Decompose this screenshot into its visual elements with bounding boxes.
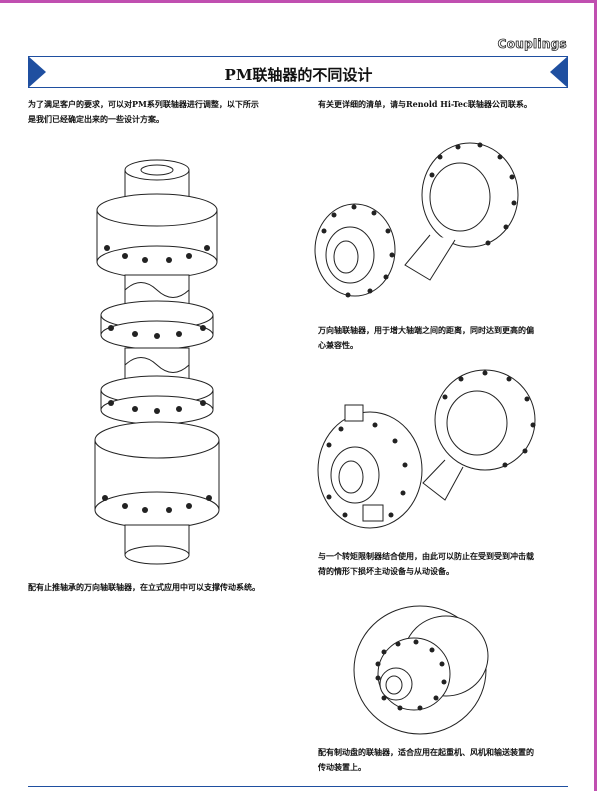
caption-vertical: 配有止推轴承的万向轴联轴器，在立式应用中可以支撑传动系统。 (28, 582, 260, 592)
page-top-border (0, 0, 597, 3)
caption-torque-line-2: 荷的情形下损坏主动设备与从动设备。 (318, 566, 454, 576)
title-arrow-left-icon (28, 56, 46, 88)
intro-left-line-2: 是我们已经确定出来的一些设计方案。 (28, 114, 164, 124)
bottom-rule (28, 786, 568, 787)
caption-torque-line-1: 与一个转矩限制器结合使用，由此可以防止在受到受到冲击载 (318, 551, 534, 561)
cardan-coupling-illustration (314, 142, 519, 298)
page-title: PM联轴器的不同设计 (224, 66, 373, 84)
brand-label: Couplings (497, 37, 567, 52)
caption-brake-line-2: 传动装置上。 (318, 762, 366, 772)
intro-right: 有关更详细的清单，请与Renold Hi-Tec联轴器公司联系。 (318, 99, 532, 109)
title-bar (28, 56, 568, 88)
caption-cardan-line-1: 万向轴联轴器，用于增大轴端之间的距离，同时达到更高的偏 (318, 325, 534, 335)
vertical-coupling-illustration (94, 159, 220, 565)
caption-cardan-line-2: 心兼容性。 (318, 340, 358, 350)
title-arrow-right-icon (550, 56, 568, 88)
torque-limiter-coupling-illustration (317, 369, 536, 529)
page-right-border (594, 0, 597, 791)
caption-brake-line-1: 配有制动盘的联轴器，适合应用在起重机、风机和输送装置的 (318, 747, 534, 757)
brake-disc-coupling-illustration (353, 605, 489, 735)
intro-left-line-1: 为了满足客户的要求，可以对PM系列联轴器进行调整，以下所示 (28, 99, 259, 109)
